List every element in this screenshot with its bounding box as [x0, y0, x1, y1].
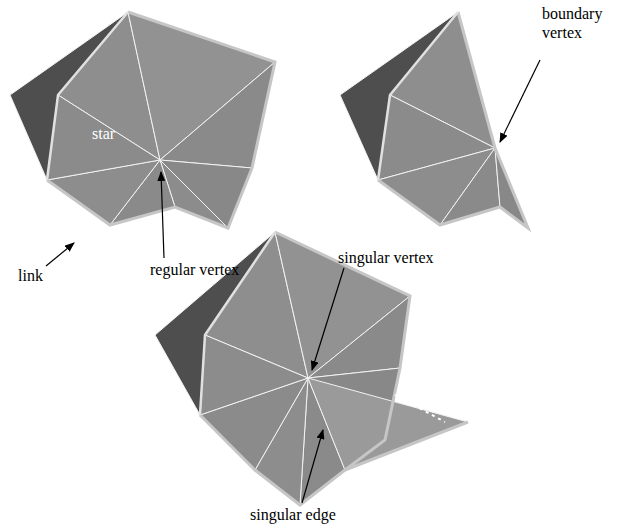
vertex-label: regular vertex: [150, 260, 239, 279]
vertex-label: singular vertex: [338, 248, 434, 267]
link-label: link: [18, 266, 43, 285]
leader-arrows: [46, 60, 540, 503]
regular-vertex-mesh: [10, 12, 275, 228]
vertex-label: boundary vertex: [542, 4, 622, 42]
star-label: star: [92, 124, 115, 143]
edge-label: singular edge: [250, 505, 336, 524]
boundary-vertex-mesh: [340, 12, 528, 228]
